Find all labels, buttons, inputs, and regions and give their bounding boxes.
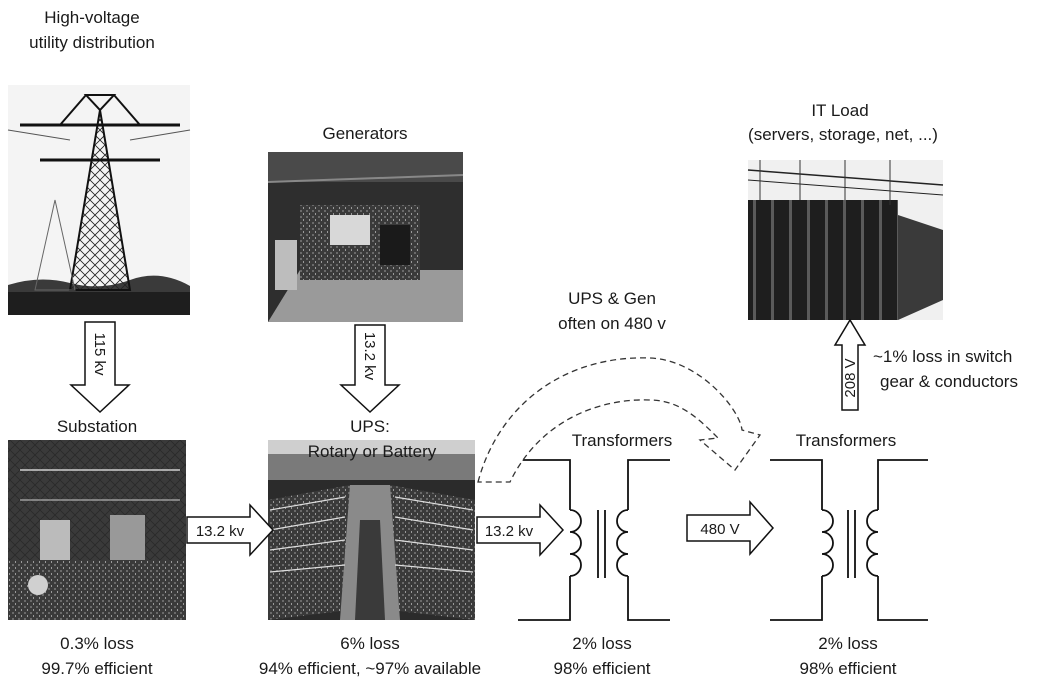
hv-title-line1: High-voltage (44, 8, 139, 27)
transformers-1-loss: 2% loss (572, 634, 632, 653)
generators-title: Generators (322, 124, 407, 143)
transformer-symbol-2 (770, 460, 928, 620)
arrow-substation-ups-label: 13.2 kv (196, 523, 245, 540)
ups-gen-bypass-arrow (478, 358, 760, 482)
ups-loss: 6% loss (340, 634, 400, 653)
arrow-480v: 480 V (687, 502, 773, 554)
arrow-208v: 208 V (835, 320, 865, 410)
ups-title-line2: Rotary or Battery (308, 442, 437, 461)
arrow-115kv: 115 kv (71, 322, 129, 412)
ups-photo (268, 440, 475, 620)
ups-efficiency: 94% efficient, ~97% available (259, 659, 481, 678)
substation-photo (8, 440, 186, 620)
transformers-1-efficiency: 98% efficient (553, 659, 650, 678)
generators-photo (268, 152, 463, 322)
it-load-title-line1: IT Load (811, 101, 868, 120)
switch-loss-line1: ~1% loss in switch (873, 347, 1012, 366)
arrow-gen-ups: 13.2 kv (341, 325, 399, 412)
arrow-ups-transformers-label: 13.2 kv (485, 523, 534, 540)
arrow-480v-label: 480 V (700, 521, 739, 538)
it-load-title-line2: (servers, storage, net, ...) (748, 125, 938, 144)
arrow-ups-transformers: 13.2 kv (477, 505, 563, 555)
ups-gen-note-line2: often on 480 v (558, 314, 666, 333)
arrow-115kv-label: 115 kv (91, 332, 108, 376)
transformers-2-loss: 2% loss (818, 634, 878, 653)
hv-tower-photo (8, 85, 190, 315)
hv-title-line2: utility distribution (29, 33, 155, 52)
arrow-gen-ups-label: 13.2 kv (361, 332, 378, 381)
substation-title: Substation (57, 417, 137, 436)
it-load-photo (748, 160, 943, 320)
ups-gen-note-line1: UPS & Gen (568, 289, 656, 308)
substation-efficiency: 99.7% efficient (41, 659, 152, 678)
switch-loss-line2: gear & conductors (880, 372, 1018, 391)
transformers-2-title: Transformers (796, 431, 896, 450)
substation-loss: 0.3% loss (60, 634, 134, 653)
arrow-substation-ups: 13.2 kv (187, 505, 273, 555)
transformers-1-title: Transformers (572, 431, 672, 450)
transformers-2-efficiency: 98% efficient (799, 659, 896, 678)
ups-title-line1: UPS: (350, 417, 390, 436)
arrow-208v-label: 208 V (842, 358, 859, 397)
